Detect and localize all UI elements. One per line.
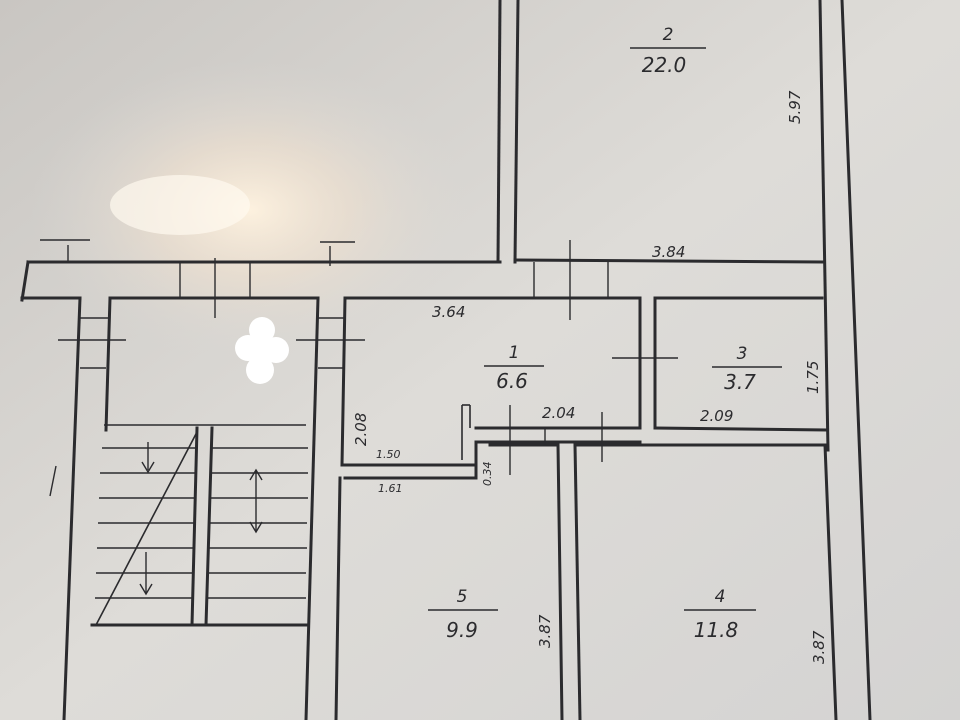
room-area: 3.7 xyxy=(724,370,756,394)
dimension-labels: 3.84 5.97 3.64 2.08 2.04 2.09 1.75 1.50 … xyxy=(352,90,828,664)
dimension-label: 5.97 xyxy=(786,90,804,124)
room-area: 6.6 xyxy=(496,369,528,393)
dimension-label: 2.09 xyxy=(700,407,733,425)
dimension-label: 1.61 xyxy=(378,482,403,495)
dimension-label: 3.84 xyxy=(652,243,685,261)
walls xyxy=(20,0,872,720)
room-number: 3 xyxy=(737,344,748,364)
dimension-label: 3.64 xyxy=(432,303,465,321)
dimension-label: 3.87 xyxy=(536,614,554,648)
redaction-blob xyxy=(235,317,289,384)
photo-glare xyxy=(30,60,470,360)
dimension-label: 2.08 xyxy=(352,413,370,446)
dimension-label: 0.34 xyxy=(481,462,494,487)
room-number: 1 xyxy=(509,343,520,363)
room-number: 5 xyxy=(457,587,468,607)
room-2-label: 2 22.0 xyxy=(630,25,706,77)
dimension-label: 3.87 xyxy=(810,630,828,664)
room-number: 4 xyxy=(715,587,726,607)
room-area: 11.8 xyxy=(694,618,739,642)
dimension-label: 1.50 xyxy=(376,448,401,461)
stair-arrows xyxy=(139,442,263,596)
room-5-label: 5 9.9 xyxy=(428,587,498,642)
dimension-label: 2.04 xyxy=(542,404,575,422)
room-area: 9.9 xyxy=(446,618,478,642)
staircase xyxy=(95,424,308,627)
room-3-label: 3 3.7 xyxy=(712,344,782,394)
photo-glare-core xyxy=(110,175,250,235)
room-area: 22.0 xyxy=(642,53,687,77)
opening-marks xyxy=(40,239,678,497)
room-4-label: 4 11.8 xyxy=(684,587,756,642)
room-number: 2 xyxy=(663,25,674,45)
room-1-label: 1 6.6 xyxy=(484,343,544,393)
dimension-label: 1.75 xyxy=(804,361,822,394)
